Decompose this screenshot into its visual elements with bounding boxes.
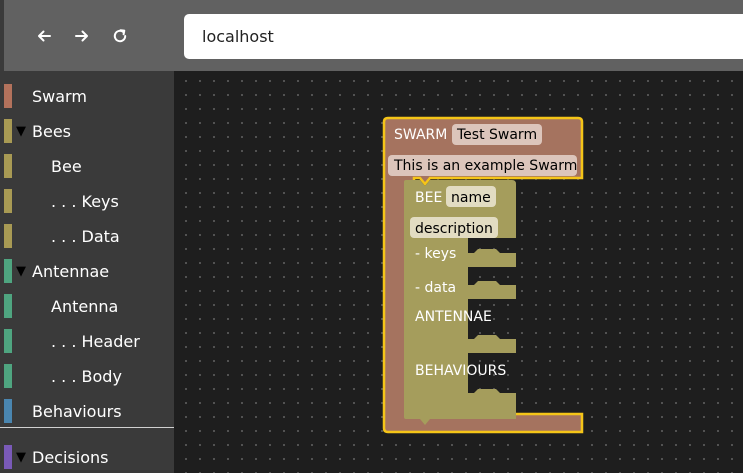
expand-arrow-icon[interactable]: ▼	[16, 263, 26, 279]
expand-arrow-icon[interactable]: ▼	[16, 123, 26, 139]
browser-toolbar: localhost	[0, 0, 743, 71]
toolbox-item-antenna[interactable]: Antenna	[0, 294, 174, 318]
bee-description-field[interactable]	[410, 217, 498, 238]
swarm-name-text: Test Swarm	[456, 127, 537, 143]
blockly-workspace[interactable]: SWARM Test Swarm This is an example Swar…	[174, 71, 743, 473]
blocks-canvas: SWARM Test Swarm This is an example Swar…	[382, 116, 584, 434]
arrow-right-icon	[75, 30, 88, 42]
category-color-swatch	[4, 259, 12, 283]
toolbox-item-label: . . . Data	[51, 226, 120, 246]
back-button[interactable]	[30, 22, 58, 50]
category-color-swatch	[4, 154, 12, 178]
toolbox-item-body[interactable]: . . . Body	[0, 364, 174, 388]
bee-description-text: description	[415, 221, 493, 237]
swarm-block[interactable]: SWARM Test Swarm This is an example Swar…	[382, 116, 584, 434]
bee-block[interactable]: BEE name description - keys - data ANTEN…	[404, 180, 516, 425]
toolbox-item-label: Antennae	[32, 261, 110, 281]
toolbox-item-antennae[interactable]: ▼ Antennae	[0, 259, 174, 283]
bee-name-field[interactable]	[446, 186, 496, 207]
swarm-description-field[interactable]	[388, 155, 577, 176]
bee-keyword: BEE	[415, 190, 442, 206]
category-color-swatch	[4, 445, 12, 469]
swarm-description-text: This is an example Swarm	[393, 158, 577, 174]
url-text: localhost	[202, 27, 274, 46]
arrow-left-icon	[38, 30, 51, 42]
toolbox-item-bees[interactable]: ▼ Bees	[0, 119, 174, 143]
toolbox-sidebar: Swarm ▼ Bees Bee . . . Keys . . . Data ▼…	[0, 71, 174, 473]
bee-block-body	[404, 180, 516, 425]
forward-button[interactable]	[68, 22, 96, 50]
toolbox-item-behaviours[interactable]: Behaviours	[0, 399, 174, 423]
toolbox-item-label: Decisions	[32, 447, 109, 467]
category-color-swatch	[4, 189, 12, 213]
bee-antennae-label: ANTENNAE	[415, 309, 492, 325]
reload-icon	[113, 29, 127, 43]
category-color-swatch	[4, 399, 12, 423]
bee-behaviours-label: BEHAVIOURS	[415, 363, 506, 379]
toolbox-item-data[interactable]: . . . Data	[0, 224, 174, 248]
toolbox-item-label: . . . Body	[51, 366, 122, 386]
toolbox-item-keys[interactable]: . . . Keys	[0, 189, 174, 213]
toolbox-item-decisions[interactable]: ▼ Decisions	[0, 445, 174, 469]
category-color-swatch	[4, 224, 12, 248]
address-bar[interactable]: localhost	[184, 14, 743, 59]
toolbox-item-label: . . . Header	[51, 331, 140, 351]
swarm-name-field[interactable]	[452, 124, 542, 145]
toolbox-item-label: Swarm	[32, 86, 87, 106]
toolbox-item-swarm[interactable]: Swarm	[0, 84, 174, 108]
bee-data-label: - data	[415, 280, 456, 296]
category-color-swatch	[4, 119, 12, 143]
swarm-keyword: SWARM	[394, 127, 447, 143]
toolbox-item-label: Bee	[51, 156, 82, 176]
toolbox-item-label: Behaviours	[32, 401, 122, 421]
bee-name-text: name	[451, 190, 491, 206]
category-color-swatch	[4, 84, 12, 108]
category-color-swatch	[4, 294, 12, 318]
toolbox-separator	[0, 427, 174, 428]
bee-keys-label: - keys	[415, 246, 456, 262]
category-color-swatch	[4, 329, 12, 353]
toolbox-item-header[interactable]: . . . Header	[0, 329, 174, 353]
expand-arrow-icon[interactable]: ▼	[16, 449, 26, 465]
toolbox-item-bee[interactable]: Bee	[0, 154, 174, 178]
swarm-block-body	[382, 116, 584, 434]
category-color-swatch	[4, 364, 12, 388]
toolbox-item-label: Antenna	[51, 296, 119, 316]
toolbox-item-label: Bees	[32, 121, 71, 141]
reload-button[interactable]	[106, 22, 134, 50]
toolbox-item-label: . . . Keys	[51, 191, 119, 211]
